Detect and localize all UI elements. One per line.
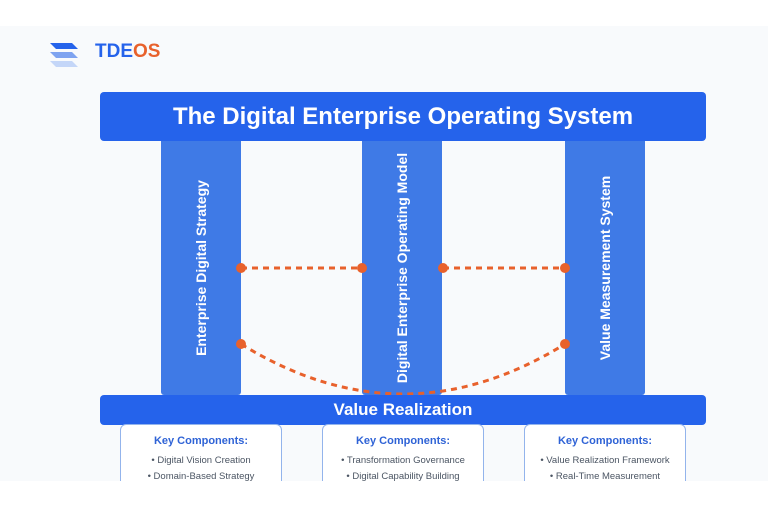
pillar-label: Digital Enterprise Operating Model <box>394 152 410 384</box>
card-list: Transformation Governance Digital Capabi… <box>323 453 483 481</box>
list-item: Transformation Governance <box>323 453 483 469</box>
foundation-label: Value Realization <box>333 400 473 419</box>
card-list: Digital Vision Creation Domain-Based Str… <box>121 453 281 481</box>
list-item: Value Realization Framework <box>525 453 685 469</box>
brand-logo-text: TDEOS <box>95 41 160 63</box>
key-components-card: Key Components: Transformation Governanc… <box>322 424 484 481</box>
card-list: Value Realization Framework Real-Time Me… <box>525 453 685 481</box>
list-item: Digital Vision Creation <box>121 453 281 469</box>
diagram-title-bar: The Digital Enterprise Operating System <box>100 92 706 141</box>
key-components-card: Key Components: Value Realization Framew… <box>524 424 686 481</box>
stacked-layers-icon <box>50 43 78 67</box>
key-components-card: Key Components: Digital Vision Creation … <box>120 424 282 481</box>
pillar-digital-enterprise-operating-model: Digital Enterprise Operating Model <box>362 141 442 395</box>
pillar-enterprise-digital-strategy: Enterprise Digital Strategy <box>161 141 241 395</box>
list-item: Digital Capability Building <box>323 469 483 482</box>
diagram-title: The Digital Enterprise Operating System <box>172 102 634 130</box>
card-heading: Key Components: <box>355 435 451 447</box>
list-item: Real-Time Measurement <box>525 469 685 482</box>
pillar-label: Enterprise Digital Strategy <box>193 180 209 356</box>
pillar-value-measurement-system: Value Measurement System <box>565 141 645 395</box>
foundation-bar: Value Realization <box>100 395 706 425</box>
card-heading: Key Components: <box>557 435 653 447</box>
pillar-label: Value Measurement System <box>597 175 613 361</box>
brand-part-2: OS <box>133 41 161 62</box>
brand-part-1: TDE <box>95 41 133 62</box>
diagram-canvas: TDEOS The Digital Enterprise Operating S… <box>0 26 768 481</box>
list-item: Domain-Based Strategy <box>121 469 281 482</box>
card-heading: Key Components: <box>153 435 249 447</box>
